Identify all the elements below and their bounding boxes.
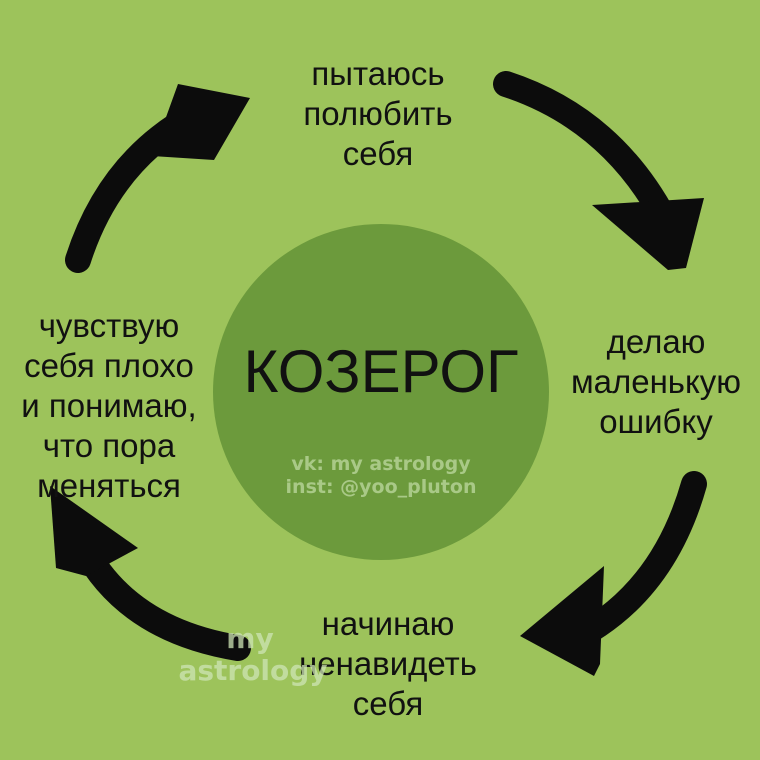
step-left-line: себя плохо	[24, 347, 194, 384]
step-left-line: и понимаю,	[21, 387, 197, 424]
step-top-line: полюбить	[303, 95, 453, 132]
step-right: делаю маленькую ошибку	[556, 322, 756, 442]
inst-credit: inst: @yoo_pluton	[285, 476, 477, 498]
watermark-line: astrology	[178, 654, 328, 687]
step-bottom-line: себя	[352, 685, 424, 722]
step-top: пытаюсь полюбить себя	[248, 54, 508, 174]
step-bottom: начинаю ненавидеть себя	[268, 604, 508, 724]
step-bottom-line: ненавидеть	[299, 645, 477, 682]
step-left-line: что пора	[42, 427, 176, 464]
vk-credit: vk: my astrology	[291, 453, 471, 475]
step-right-line: делаю	[606, 323, 706, 360]
curved-arrow-icon	[493, 71, 704, 270]
watermark-line: my	[226, 622, 274, 655]
step-right-line: маленькую	[570, 363, 742, 400]
curved-arrow-icon	[65, 84, 250, 273]
step-top-line: себя	[342, 135, 414, 172]
step-left-line: чувствую	[38, 307, 180, 344]
curved-arrow-icon	[520, 471, 707, 676]
zodiac-title: КОЗЕРОГ	[243, 338, 519, 405]
step-bottom-line: начинаю	[321, 605, 455, 642]
step-left-line: меняться	[37, 467, 181, 504]
curved-arrow-icon	[50, 486, 251, 661]
step-left: чувствую себя плохо и понимаю, что пора …	[4, 306, 214, 506]
center-circle	[213, 224, 549, 560]
step-right-line: ошибку	[599, 403, 713, 440]
step-top-line: пытаюсь	[311, 55, 445, 92]
